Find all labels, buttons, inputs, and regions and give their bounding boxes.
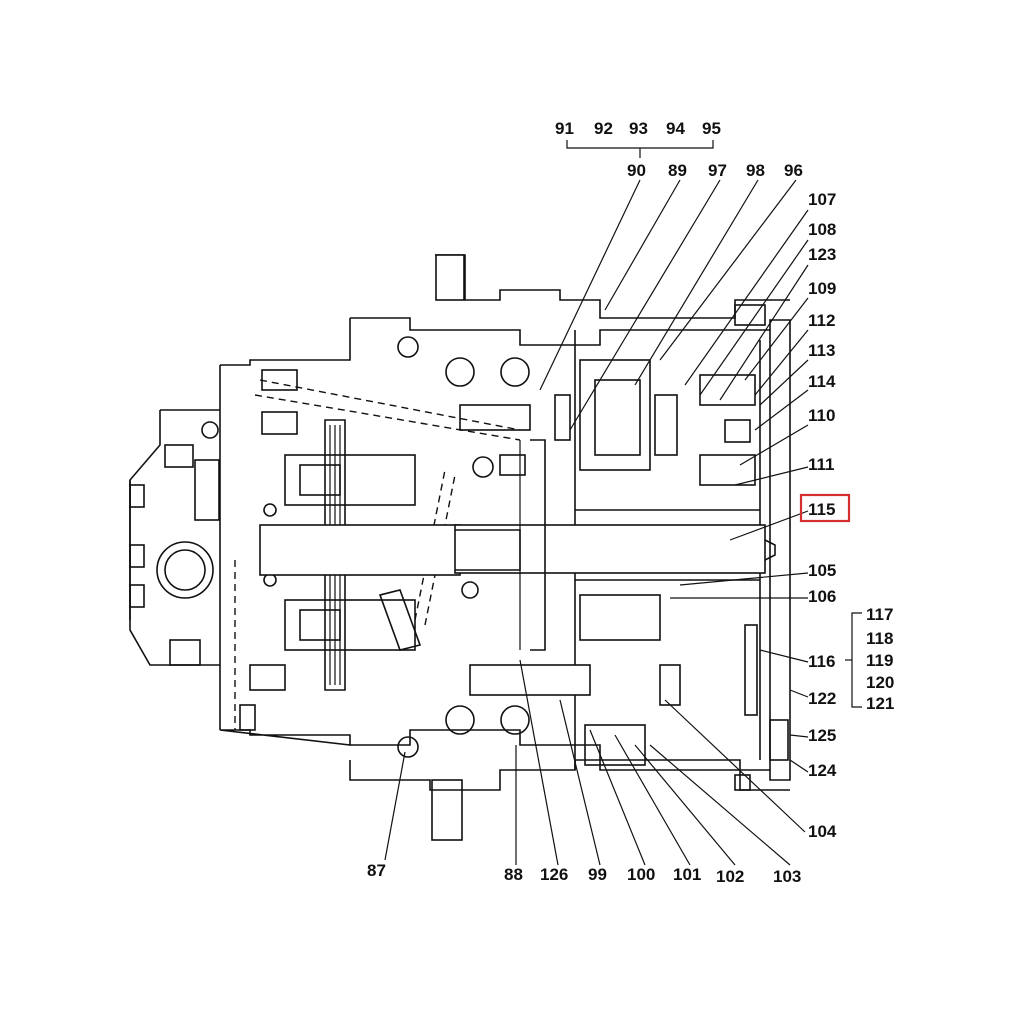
part-label-118: 118 [866,629,893,648]
part-label-126: 126 [540,865,568,884]
part-label-119: 119 [866,651,893,670]
leader-lines [384,140,862,866]
part-label-121: 121 [866,694,894,713]
motor-drawing [129,254,791,841]
part-label-116: 116 [808,652,835,671]
part-label-123: 123 [808,245,836,264]
part-label-117: 117 [866,605,893,624]
part-label-102: 102 [716,867,744,886]
part-label-101: 101 [673,865,701,884]
part-label-105: 105 [808,561,836,580]
part-label-95: 95 [702,119,721,138]
part-label-106: 106 [808,587,836,606]
part-label-107: 107 [808,190,836,209]
part-label-100: 100 [627,865,655,884]
part-label-114: 114 [808,372,836,391]
part-label-88: 88 [504,865,523,884]
part-label-93: 93 [629,119,648,138]
part-label-110: 110 [808,406,835,425]
part-label-87: 87 [367,861,386,880]
part-label-120: 120 [866,673,894,692]
part-label-94: 94 [666,119,685,138]
part-label-113: 113 [808,341,835,360]
part-label-89: 89 [668,161,687,180]
part-label-122: 122 [808,689,836,708]
part-label-98: 98 [746,161,765,180]
part-label-90: 90 [627,161,646,180]
part-label-99: 99 [588,865,607,884]
part-label-91: 91 [555,119,574,138]
part-label-109: 109 [808,279,836,298]
part-label-111: 111 [808,455,835,474]
part-label-115: 115 [808,500,835,519]
part-label-96: 96 [784,161,803,180]
part-label-112: 112 [808,311,835,330]
part-label-97: 97 [708,161,727,180]
part-label-92: 92 [594,119,613,138]
part-label-108: 108 [808,220,836,239]
part-label-124: 124 [808,761,837,780]
highlight-box-115 [799,493,851,523]
part-label-104: 104 [808,822,837,841]
part-label-125: 125 [808,726,836,745]
part-labels: 91 92 93 94 95 90 89 97 98 96 107 108 12… [367,119,894,886]
part-label-103: 103 [773,867,801,886]
